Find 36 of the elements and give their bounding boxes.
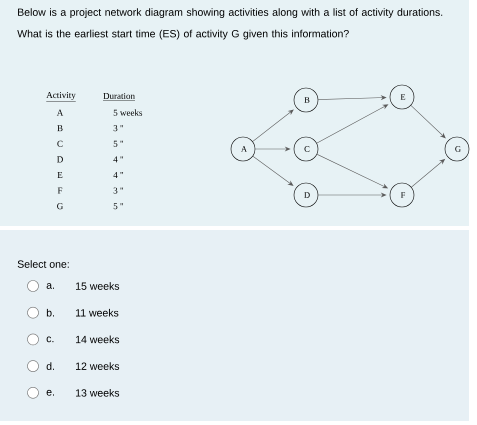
activity-node: B xyxy=(294,88,318,112)
table-cell: 4 " xyxy=(113,172,124,178)
table-cell: D xyxy=(57,156,63,162)
option-letter: e. xyxy=(46,390,54,396)
table-cell: E xyxy=(58,172,62,178)
table-cell: 3 " xyxy=(114,125,124,132)
prompt-text: Select one: xyxy=(18,260,69,268)
option-letter: a. xyxy=(46,283,54,289)
arrow xyxy=(410,105,446,138)
activity-node: D xyxy=(294,182,318,208)
table-header: Activity xyxy=(46,92,76,102)
table-cell: 4 " xyxy=(113,156,124,162)
activity-node: C xyxy=(294,136,318,162)
activity-node: F xyxy=(390,182,414,208)
option-text: 13 weeks xyxy=(76,388,120,397)
option-text: 15 weeks xyxy=(76,282,120,290)
table-cell: C xyxy=(57,140,62,147)
table-header: Duration xyxy=(102,92,136,101)
option-text: 12 weeks xyxy=(76,362,120,370)
table-cell: 3 " xyxy=(114,188,124,194)
table-cell: G xyxy=(57,203,63,210)
question-text: Below is a project network diagram showing activities along with a list of activity durations. What is the earliest start time (ES) of activity G given this information? xyxy=(17,8,442,40)
option-text: 11 weeks xyxy=(76,308,118,317)
activity-node: G xyxy=(444,136,470,162)
option-text: 14 weeks xyxy=(76,336,120,344)
table-cell: B xyxy=(57,125,63,132)
table-cell: A xyxy=(56,110,64,116)
table-cell: F xyxy=(58,188,62,194)
option-letter: c. xyxy=(46,336,54,342)
option-letter: b. xyxy=(46,308,54,317)
activity-node: E xyxy=(390,84,414,110)
option-letter: d. xyxy=(46,362,54,370)
table-cell: 5 " xyxy=(114,140,124,147)
activity-node: A xyxy=(230,136,256,162)
table-cell: 5 weeks xyxy=(114,109,142,116)
table-cell: 5 " xyxy=(114,203,124,210)
